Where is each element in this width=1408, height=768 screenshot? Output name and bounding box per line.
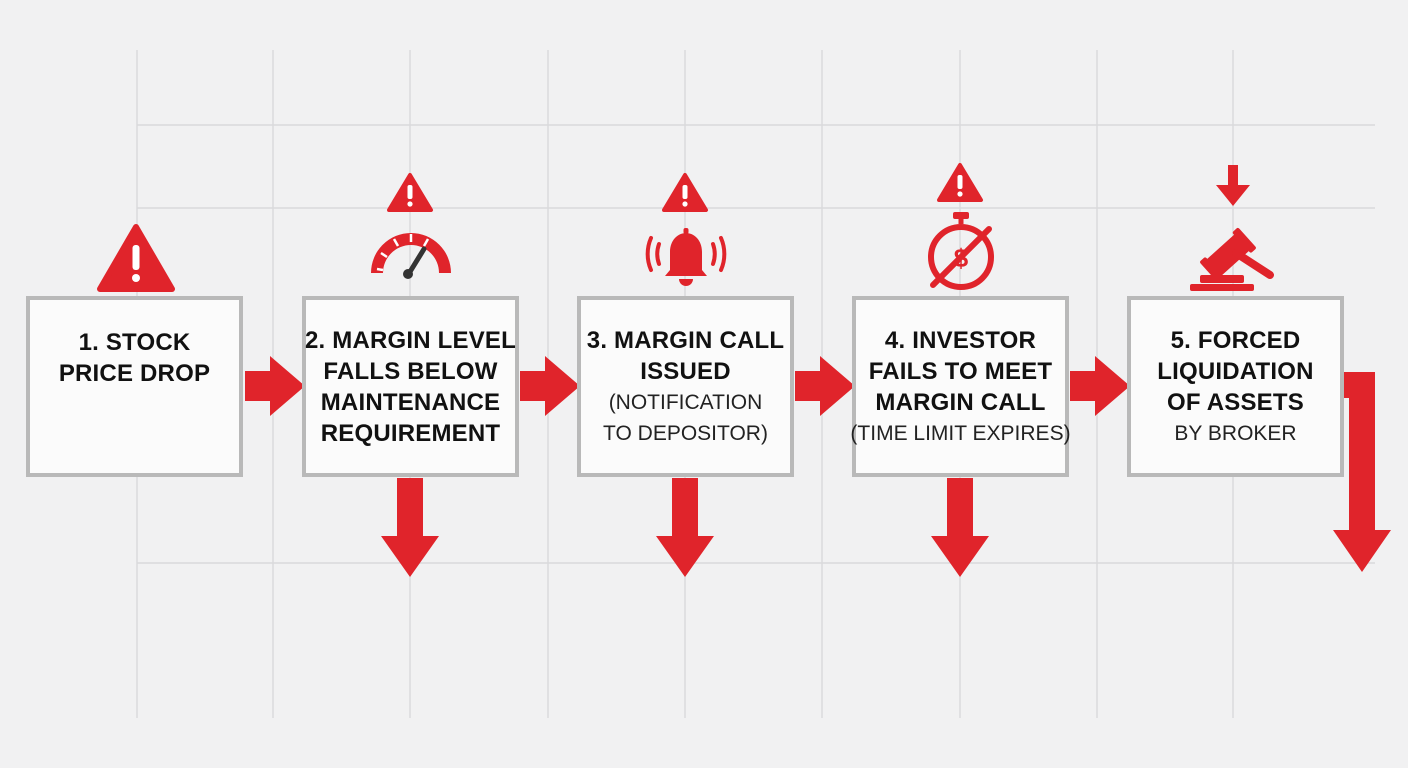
step-1-line-1: 1. STOCK [78, 328, 191, 356]
step-1-line-2: PRICE DROP [58, 359, 211, 387]
step-title-2: 2. MARGIN LEVEL FALLS BELOW MAINTENANCE … [305, 325, 516, 449]
step-4-line-2: FAILS TO MEET [868, 357, 1053, 385]
step-subtitle-3: (NOTIFICATION TO DEPOSITOR) [603, 387, 768, 449]
step-2-line-2: FALLS BELOW [323, 357, 498, 385]
arrow-down-2 [381, 478, 439, 577]
arrow-right-1 [245, 356, 305, 416]
arrow-down-small-icon [1216, 165, 1250, 206]
gavel-icon [1190, 228, 1274, 291]
arrow-right-3 [795, 356, 855, 416]
warning-icon [97, 224, 175, 292]
step-box-4: 4. INVESTOR FAILS TO MEET MARGIN CALL (T… [850, 296, 1071, 477]
step-2-line-3: MAINTENANCE [320, 388, 501, 416]
bell-icon [645, 228, 727, 286]
step-box-3: 3. MARGIN CALL ISSUED (NOTIFICATION TO D… [577, 296, 794, 477]
step-subtitle-4: (TIME LIMIT EXPIRES) [850, 418, 1070, 449]
step-3-sub-line-1: (NOTIFICATION [608, 390, 763, 414]
step-4-line-1: 4. INVESTOR [884, 326, 1037, 354]
step-3-line-2: ISSUED [640, 357, 731, 385]
step-title-1: 1. STOCK PRICE DROP [59, 327, 210, 389]
timer-warning-icon [937, 163, 983, 202]
bell-warning-icon [662, 173, 708, 212]
no-money-timer-icon: $ [928, 212, 994, 290]
step-4-sub-line-1: (TIME LIMIT EXPIRES) [850, 421, 1071, 445]
step-box-5: 5. FORCED LIQUIDATION OF ASSETS BY BROKE… [1127, 296, 1344, 477]
step-5-sub-line-1: BY BROKER [1174, 421, 1297, 445]
step-title-4: 4. INVESTOR FAILS TO MEET MARGIN CALL [869, 325, 1053, 418]
step-2-line-1: 2. MARGIN LEVEL [304, 326, 517, 354]
step-box-2: 2. MARGIN LEVEL FALLS BELOW MAINTENANCE … [302, 296, 519, 477]
step-box-1: 1. STOCK PRICE DROP [26, 296, 243, 477]
arrow-down-4 [931, 478, 989, 577]
gauge-warning-icon [387, 173, 433, 212]
step-4-line-3: MARGIN CALL [875, 388, 1046, 416]
step-2-line-4: REQUIREMENT [320, 419, 501, 447]
gauge-icon [371, 233, 451, 279]
step-3-line-1: 3. MARGIN CALL [586, 326, 785, 354]
arrow-bent-down-5 [1333, 372, 1391, 572]
step-title-3: 3. MARGIN CALL ISSUED [587, 325, 784, 387]
step-title-5: 5. FORCED LIQUIDATION OF ASSETS [1157, 325, 1313, 418]
arrow-down-3 [656, 478, 714, 577]
step-3-sub-line-2: TO DEPOSITOR) [603, 421, 768, 445]
arrow-right-4 [1070, 356, 1130, 416]
step-5-line-3: OF ASSETS [1167, 388, 1304, 416]
step-5-line-2: LIQUIDATION [1157, 357, 1314, 385]
step-subtitle-5: BY BROKER [1174, 418, 1296, 449]
step-5-line-1: 5. FORCED [1170, 326, 1301, 354]
arrow-right-2 [520, 356, 580, 416]
